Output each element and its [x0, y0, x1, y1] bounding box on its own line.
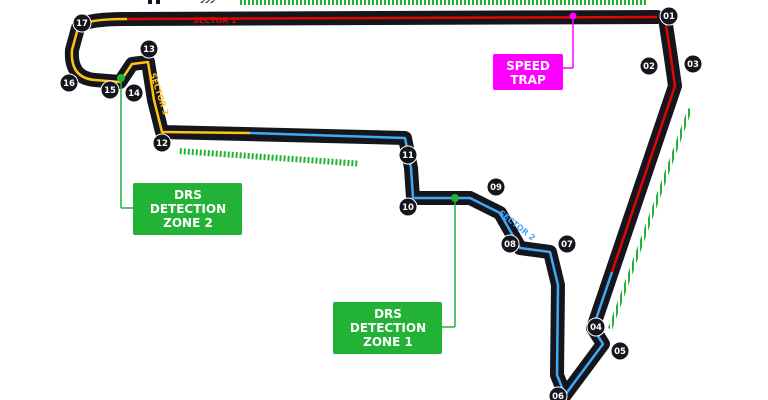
turn-marker-10: 10: [398, 197, 418, 217]
drs-detection-2-marker: [117, 74, 125, 82]
speed-trap-line2: TRAP: [510, 73, 546, 87]
drs-zone-sector-2: [608, 108, 692, 330]
drs-zones: [177, 0, 692, 330]
turn-label-16: 16: [63, 79, 75, 89]
turn-marker-08: 08: [500, 234, 520, 254]
turn-marker-09: 09: [486, 177, 506, 197]
turn-marker-01: 01: [659, 6, 679, 26]
turn-label-14: 14: [128, 89, 140, 99]
turn-marker-02: 02: [639, 56, 659, 76]
sector-3-line: [70, 17, 251, 135]
drs-zone-1-line2: DETECTION: [350, 321, 426, 335]
turn-label-07: 07: [561, 240, 573, 250]
turn-label-02: 02: [643, 62, 655, 72]
turn-label-15: 15: [104, 86, 116, 96]
drs-zone-2-box: [133, 183, 242, 235]
sector-2-line: [249, 131, 614, 397]
turn-label-01: 01: [663, 12, 675, 22]
turn-marker-15: 15: [100, 80, 120, 100]
turn-label-08: 08: [504, 240, 516, 250]
turn-label-09: 09: [490, 183, 502, 193]
top-arrows-icon: [148, 0, 215, 4]
turn-label-10: 10: [402, 203, 414, 213]
turn-label-06: 06: [552, 392, 564, 400]
drs-zone-1-box: [333, 302, 442, 354]
turn-label-04: 04: [590, 323, 602, 333]
turn-label-11: 11: [402, 151, 414, 161]
turn-marker-14: 14: [124, 83, 144, 103]
turn-label-17: 17: [76, 19, 88, 29]
turn-marker-16: 16: [59, 73, 79, 93]
turn-marker-04: 04: [586, 317, 606, 337]
drs-zone-2-line1: DRS: [174, 188, 202, 202]
turn-label-05: 05: [614, 347, 626, 357]
turn-marker-17: 17: [72, 13, 92, 33]
drs-zone-2-line3: ZONE 2: [163, 216, 213, 230]
speed-trap-line1: SPEED: [506, 59, 550, 73]
turn-marker-06: 06: [548, 386, 568, 400]
drs-zone-back-straight: [177, 148, 358, 167]
speed-trap-marker: [569, 12, 577, 20]
drs-zone-main-straight: [238, 0, 646, 5]
drs-zone-1-line3: ZONE 1: [363, 335, 413, 349]
drs-zone-1-line1: DRS: [374, 307, 402, 321]
turn-marker-12: 12: [152, 133, 172, 153]
turn-marker-03: 03: [683, 54, 703, 74]
sector-1-line: [126, 15, 677, 273]
turn-label-03: 03: [687, 60, 699, 70]
turn-marker-05: 05: [610, 341, 630, 361]
turn-label-12: 12: [156, 139, 168, 149]
drs-detection-zone-1-callout: DRS DETECTION ZONE 1: [333, 194, 459, 354]
drs-zone-2-line2: DETECTION: [150, 202, 226, 216]
turn-marker-07: 07: [557, 234, 577, 254]
speed-trap-callout: SPEED TRAP: [493, 12, 577, 90]
turn-marker-13: 13: [139, 39, 159, 59]
turn-label-13: 13: [143, 45, 155, 55]
turn-marker-11: 11: [398, 145, 418, 165]
speed-trap-box: [493, 54, 563, 90]
turn-markers: 01 02 03 04 05 06 07 08 09 10 11 12 13 14 15 16 17: [59, 6, 703, 400]
drs-detection-1-marker: [451, 194, 459, 202]
sector-1-label: SECTOR 1: [193, 16, 237, 25]
drs-detection-zone-2-callout: DRS DETECTION ZONE 2: [117, 74, 242, 235]
